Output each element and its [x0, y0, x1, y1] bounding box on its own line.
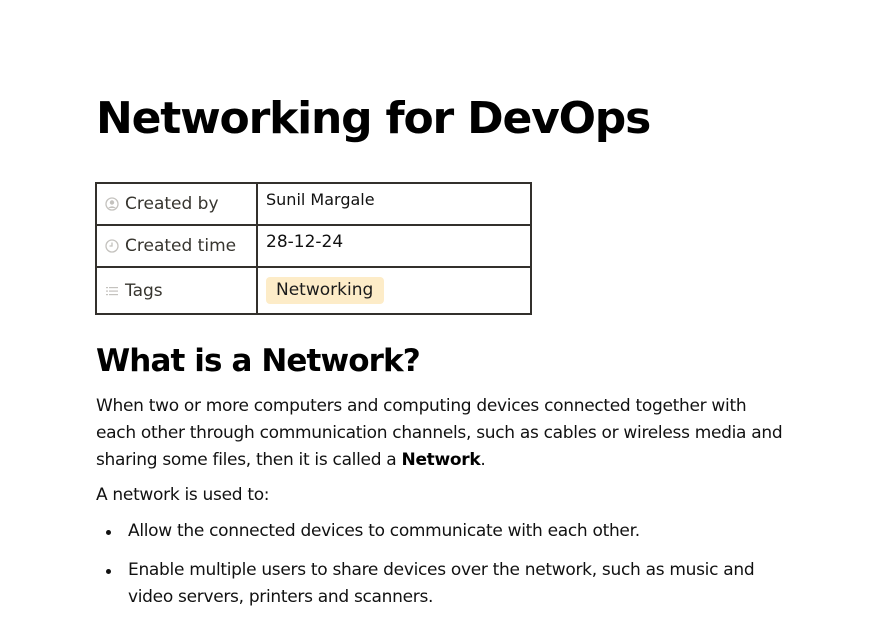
- bullet-icon: [106, 530, 111, 535]
- list-icon: [105, 284, 119, 298]
- bold-term-network: Network: [401, 450, 481, 470]
- properties-table: Created by Sunil Margale Created time 28…: [95, 182, 532, 315]
- property-row-tags: Tags Networking: [95, 266, 532, 315]
- property-key-label: Created by: [125, 194, 219, 214]
- page-title: Networking for DevOps: [96, 93, 651, 144]
- property-key-label: Tags: [125, 280, 163, 301]
- property-key-label: Created time: [125, 236, 237, 256]
- property-key-created-time: Created time: [95, 224, 258, 268]
- list-item-text: Enable multiple users to share devices o…: [128, 560, 755, 607]
- bullet-icon: [106, 569, 111, 574]
- paragraph-text-end: .: [480, 450, 486, 470]
- section-heading: What is a Network?: [96, 343, 421, 379]
- property-key-tags: Tags: [95, 266, 258, 315]
- property-value-created-time[interactable]: 28-12-24: [256, 224, 532, 268]
- list-item: Enable multiple users to share devices o…: [96, 557, 786, 611]
- paragraph-text: When two or more computers and computing…: [96, 396, 783, 470]
- property-value-created-by[interactable]: Sunil Margale: [256, 182, 532, 226]
- list-item-text: Allow the connected devices to communica…: [128, 521, 640, 541]
- property-row-created-by: Created by Sunil Margale: [95, 182, 532, 226]
- property-value-tags[interactable]: Networking: [256, 266, 532, 315]
- bullet-list: Allow the connected devices to communica…: [96, 518, 786, 623]
- clock-icon: [105, 239, 119, 253]
- user-circle-icon: [105, 197, 119, 211]
- paragraph-network-uses: A network is used to:: [96, 485, 270, 505]
- paragraph-network-definition: When two or more computers and computing…: [96, 393, 786, 474]
- property-row-created-time: Created time 28-12-24: [95, 224, 532, 268]
- list-item: Allow the connected devices to communica…: [96, 518, 786, 545]
- tag-networking[interactable]: Networking: [266, 277, 385, 304]
- property-key-created-by: Created by: [95, 182, 258, 226]
